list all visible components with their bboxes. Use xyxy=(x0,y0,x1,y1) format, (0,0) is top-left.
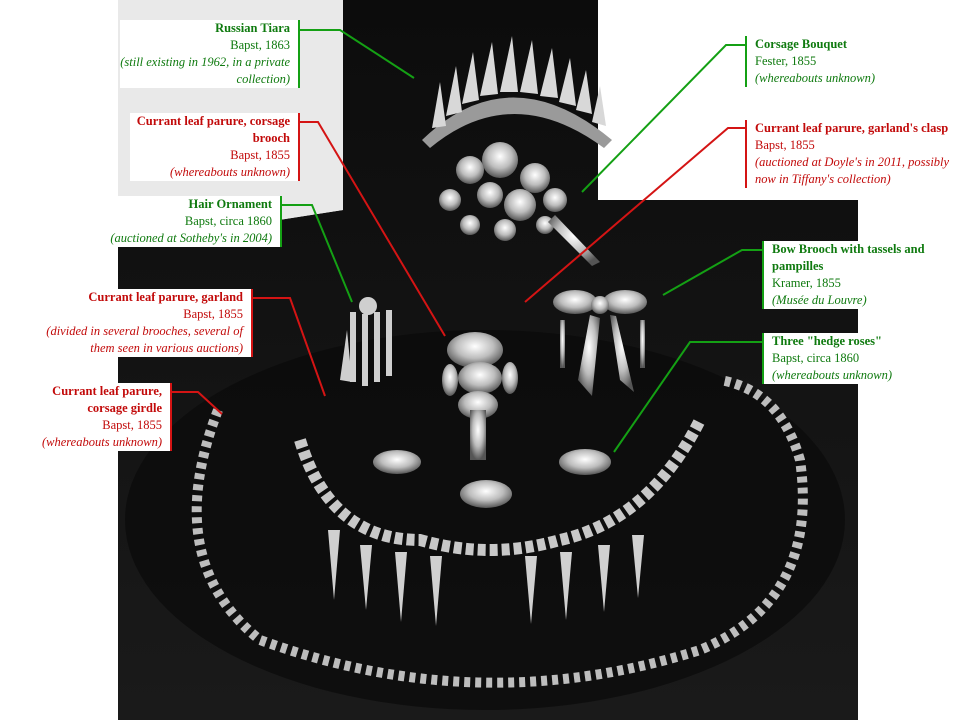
garland-figure xyxy=(294,417,706,626)
label-hedge-roses: Three "hedge roses" Bapst, circa 1860 (w… xyxy=(762,333,932,384)
label-title: Bow Brooch with tassels and pampilles xyxy=(772,242,925,273)
label-note: (Musée du Louvre) xyxy=(772,293,867,307)
label-corsage-bouquet: Corsage Bouquet Fester, 1855 (whereabout… xyxy=(745,36,930,87)
label-garlands-clasp: Currant leaf parure, garland's clasp Bap… xyxy=(745,120,950,188)
label-maker: Bapst, 1855 xyxy=(230,148,290,162)
label-maker: Bapst, circa 1860 xyxy=(184,214,272,228)
corsage-girdle-figure xyxy=(191,375,808,688)
label-hair-ornament: Hair Ornament Bapst, circa 1860 (auction… xyxy=(107,196,282,247)
label-maker: Bapst, 1855 xyxy=(102,418,162,432)
label-title: Currant leaf parure, corsage brooch xyxy=(136,114,290,145)
hedge-roses-figure xyxy=(373,449,611,508)
label-note: (whereabouts unknown) xyxy=(169,165,290,179)
label-title: Currant leaf parure, garland xyxy=(88,290,243,304)
label-title: Three "hedge roses" xyxy=(772,334,882,348)
label-title: Russian Tiara xyxy=(215,21,290,35)
label-garland: Currant leaf parure, garland Bapst, 1855… xyxy=(43,289,253,357)
label-corsage-girdle: Currant leaf parure, corsage girdle Baps… xyxy=(12,383,172,451)
label-title: Currant leaf parure, corsage girdle xyxy=(52,384,162,415)
label-note: (auctioned at Doyle's in 2011, possibly … xyxy=(755,155,950,186)
label-note: (divided in several brooches, several of… xyxy=(46,324,243,355)
label-note: (still existing in 1962, in a private co… xyxy=(120,55,290,86)
label-russian-tiara: Russian Tiara Bapst, 1863 (still existin… xyxy=(120,20,300,88)
label-maker: Bapst, 1863 xyxy=(230,38,290,52)
label-note: (whereabouts unknown) xyxy=(755,71,876,85)
corsage-brooch-figure xyxy=(442,332,518,460)
label-maker: Bapst, 1855 xyxy=(755,138,815,152)
label-bow-brooch: Bow Brooch with tassels and pampilles Kr… xyxy=(762,241,942,309)
label-title: Hair Ornament xyxy=(188,197,272,211)
label-title: Corsage Bouquet xyxy=(755,37,848,51)
label-maker: Bapst, 1855 xyxy=(183,307,243,321)
label-corsage-brooch: Currant leaf parure, corsage brooch Baps… xyxy=(130,113,300,181)
label-maker: Kramer, 1855 xyxy=(772,276,841,290)
label-maker: Bapst, circa 1860 xyxy=(772,351,860,365)
label-note: (auctioned at Sotheby's in 2004) xyxy=(110,231,272,245)
label-note: (whereabouts unknown) xyxy=(772,368,893,382)
label-title: Currant leaf parure, garland's clasp xyxy=(755,121,949,135)
label-maker: Fester, 1855 xyxy=(755,54,817,68)
label-note: (whereabouts unknown) xyxy=(41,435,162,449)
